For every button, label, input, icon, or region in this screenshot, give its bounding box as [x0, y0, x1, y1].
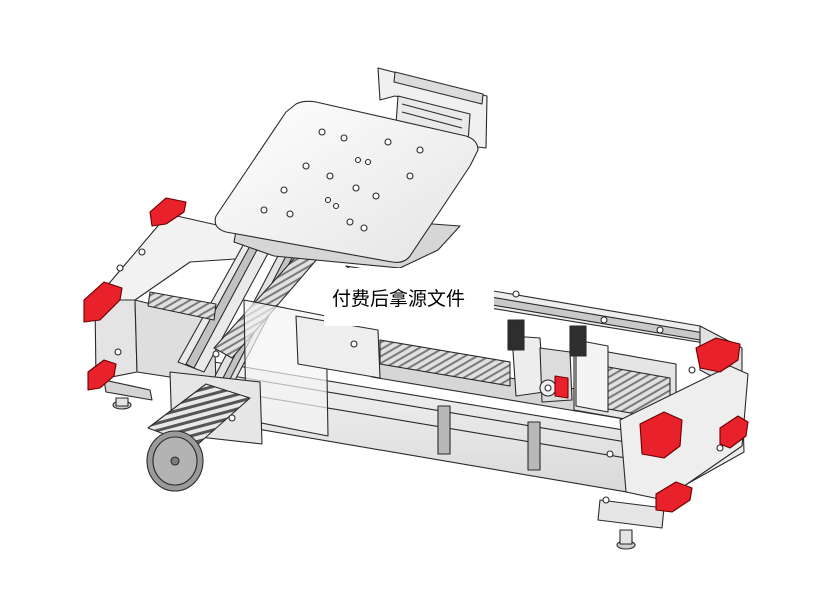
stepper-motor [146, 371, 263, 492]
right-end-block [597, 365, 749, 550]
watermark-label: 付费后拿源文件 [324, 268, 494, 326]
mid-guard [243, 299, 381, 437]
red-end-stops [83, 197, 749, 513]
frame-bolts [212, 290, 696, 458]
top-table-plate [214, 100, 479, 269]
